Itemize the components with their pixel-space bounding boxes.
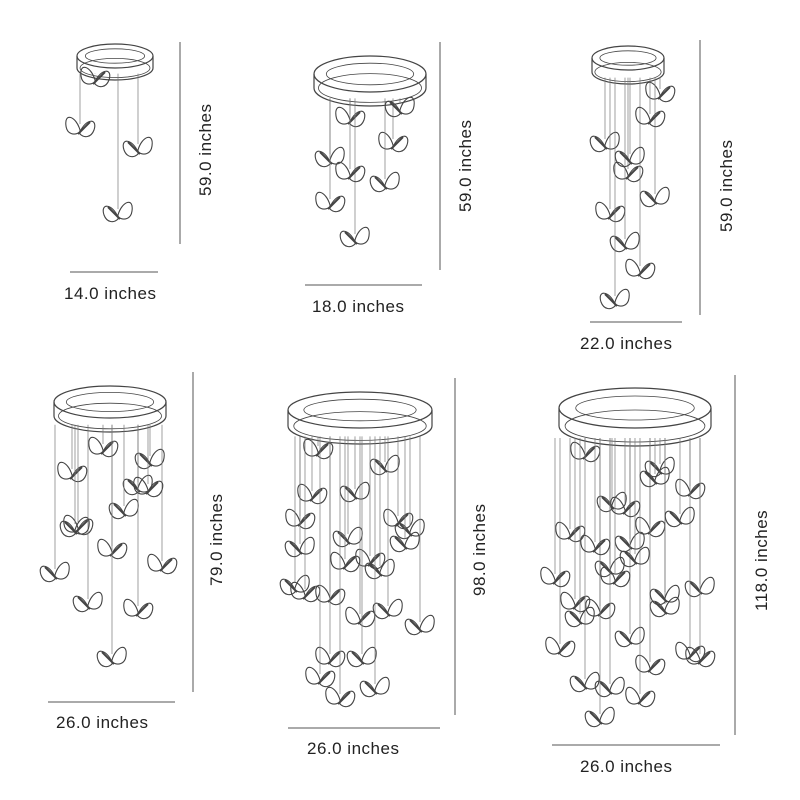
butterfly-pendant-icon: [644, 438, 675, 478]
butterfly-pendant-icon: [614, 77, 645, 168]
butterfly-pendant-icon: [372, 436, 403, 620]
variant-3-width-label: 22.0 inches: [580, 334, 673, 353]
butterfly-pendant-icon: [545, 438, 576, 658]
butterfly-pendant-icon: [639, 438, 670, 488]
butterfly-pendant-icon: [123, 424, 154, 620]
butterfly-pendant-icon: [384, 96, 415, 118]
butterfly-pendant-icon: [303, 436, 334, 460]
butterfly-pendant-icon: [133, 424, 164, 498]
butterfly-pendant-icon: [364, 436, 395, 580]
butterfly-pendant-icon: [635, 438, 666, 676]
butterfly-pendant-icon: [147, 424, 178, 575]
butterfly-pendant-icon: [39, 424, 70, 583]
butterfly-pendant-icon: [639, 77, 670, 208]
variant-6-width-label: 26.0 inches: [580, 757, 673, 776]
variant-4-width-label: 26.0 inches: [56, 713, 149, 732]
variant-2-width-label: 18.0 inches: [312, 297, 405, 316]
butterfly-pendant-icon: [596, 438, 627, 513]
butterfly-pendant-icon: [600, 438, 631, 588]
butterfly-pendant-icon: [560, 438, 591, 613]
butterfly-pendant-icon: [315, 436, 346, 668]
butterfly-pendant-icon: [330, 436, 361, 573]
butterfly-pendant-icon: [635, 77, 666, 128]
butterfly-pendant-icon: [685, 438, 716, 668]
butterfly-pendant-icon: [102, 73, 133, 223]
butterfly-pendant-icon: [594, 438, 625, 698]
butterfly-pendant-icon: [580, 438, 611, 556]
butterfly-pendant-icon: [389, 436, 420, 553]
butterfly-pendant-icon: [335, 98, 366, 183]
butterfly-pendant-icon: [610, 438, 641, 518]
butterfly-pendant-icon: [584, 438, 615, 728]
butterfly-pendant-icon: [540, 438, 571, 588]
butterfly-pendant-icon: [72, 424, 103, 613]
variant-2-canopy-icon: [313, 55, 427, 107]
butterfly-pendant-icon: [339, 98, 370, 248]
butterfly-pendant-icon: [619, 438, 650, 568]
butterfly-pendant-icon: [359, 436, 390, 698]
butterfly-pendant-icon: [96, 424, 127, 668]
variant-5-width-label: 26.0 inches: [307, 739, 400, 758]
butterfly-pendant-icon: [284, 436, 315, 558]
butterfly-pendant-icon: [595, 77, 626, 223]
butterfly-pendant-icon: [589, 77, 620, 153]
butterfly-pendant-icon: [315, 98, 346, 213]
butterfly-pendant-icon: [613, 77, 644, 183]
butterfly-pendant-icon: [305, 436, 336, 688]
butterfly-pendant-icon: [564, 438, 595, 628]
butterfly-pendant-icon: [57, 424, 88, 483]
butterfly-pendant-icon: [645, 77, 676, 103]
butterfly-pendant-icon: [339, 436, 370, 503]
butterfly-pendant-icon: [625, 77, 656, 280]
butterfly-pendant-icon: [599, 77, 630, 310]
butterfly-pendant-icon: [80, 66, 111, 88]
variant-6-canopy-icon: [558, 387, 712, 447]
butterfly-pendant-icon: [290, 436, 321, 603]
variant-4-canopy-icon: [53, 385, 167, 433]
butterfly-pendant-icon: [134, 424, 165, 470]
butterfly-pendant-icon: [65, 73, 96, 138]
variant-1-canopy-icon: [76, 43, 154, 81]
butterfly-pendant-icon: [614, 438, 645, 648]
butterfly-pendant-icon: [88, 424, 119, 458]
butterfly-pendant-icon: [346, 436, 377, 668]
butterfly-pendant-icon: [325, 436, 356, 708]
butterfly-pendant-icon: [59, 424, 90, 538]
butterfly-pendant-icon: [369, 98, 400, 193]
butterfly-pendant-icon: [404, 436, 435, 636]
butterfly-pendant-icon: [345, 436, 376, 628]
variant-1-width-label: 14.0 inches: [64, 284, 157, 303]
butterfly-pendant-icon: [664, 438, 695, 528]
butterfly-pendant-icon: [625, 438, 656, 708]
butterfly-pendant-icon: [122, 73, 153, 158]
butterfly-pendant-icon: [369, 436, 400, 476]
variant-6-height-label: 118.0 inches: [752, 509, 771, 611]
